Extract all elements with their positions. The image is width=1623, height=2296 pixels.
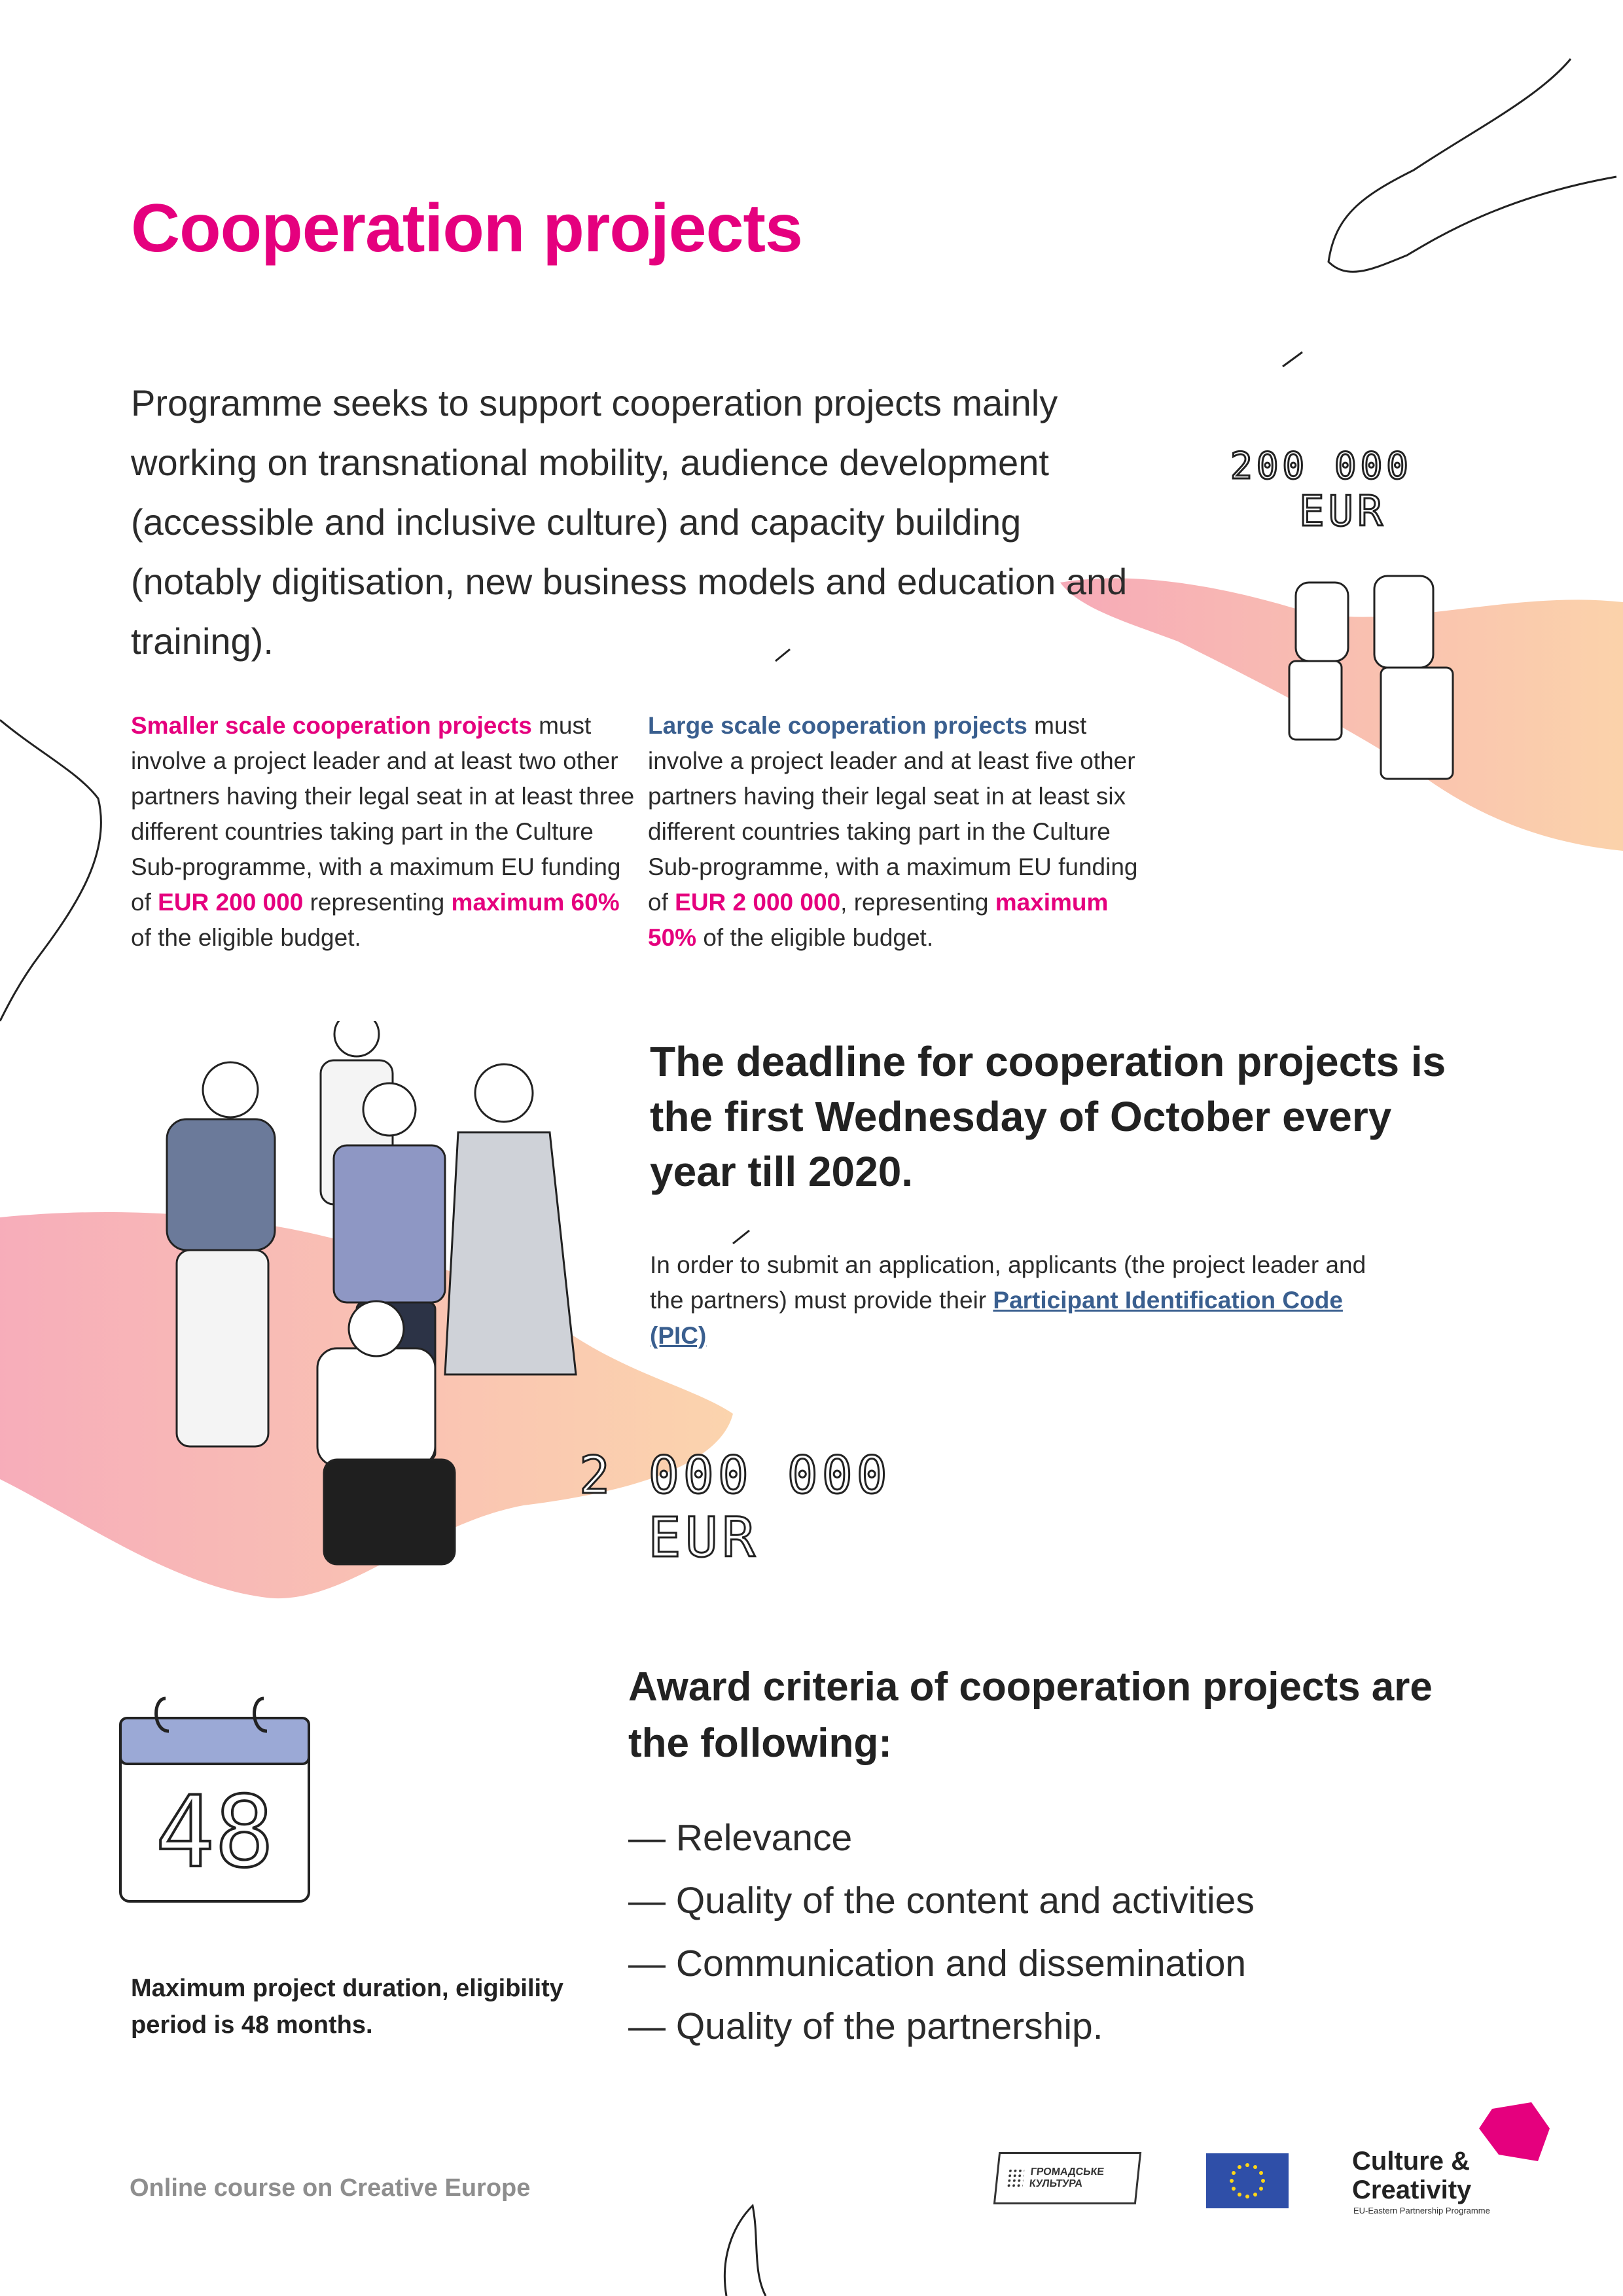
deadline-statement: The deadline for cooperation projects is…	[650, 1038, 1446, 1195]
pic-link[interactable]: Participant Identification Code (PIC)	[650, 1287, 1343, 1349]
criteria-item-relevance: — Relevance	[628, 1817, 853, 1859]
large-scale-text-1: must involve a project leader and at lea…	[648, 712, 1138, 916]
culture-creativity-logo-shape	[1479, 2102, 1550, 2161]
smaller-scale-heading: Smaller scale cooperation projects	[131, 712, 532, 739]
large-scale-heading: Large scale cooperation projects	[648, 712, 1027, 739]
smaller-scale-text-3: of the eligible budget.	[131, 924, 361, 951]
smaller-scale-amount: EUR 200 000	[158, 889, 304, 916]
large-funding-currency: EUR	[647, 1505, 759, 1571]
criteria-item-partnership: — Quality of the partnership.	[628, 2005, 1103, 2047]
hromadske-kultura-logo: ГРОМАДСЬКЕ КУЛЬТУРА	[993, 2152, 1142, 2204]
criteria-item-communication: — Communication and dissemination	[628, 1943, 1247, 1984]
eu-flag-logo	[1206, 2153, 1289, 2208]
large-scale-text-3: of the eligible budget.	[696, 924, 934, 951]
culture-creativity-subtitle: EU-Eastern Partnership Programme	[1353, 2206, 1490, 2215]
smaller-scale-description: Smaller scale cooperation projects must …	[131, 708, 641, 956]
smaller-scale-text-1: must involve a project leader and at lea…	[131, 712, 635, 916]
intro-paragraph: Programme seeks to support cooperation p…	[131, 382, 1128, 662]
calendar-number: 48	[154, 1776, 276, 1890]
pic-text: In order to submit an application, appli…	[650, 1251, 1366, 1314]
small-funding-currency: EUR	[1298, 487, 1387, 537]
pic-paragraph: In order to submit an application, appli…	[650, 1247, 1370, 1354]
calendar-icon: 48	[116, 1685, 313, 1908]
large-scale-amount: EUR 2 000 000	[675, 889, 841, 916]
award-criteria-title: Award criteria of cooperation projects a…	[628, 1664, 1433, 1766]
hand-illustration-small	[1060, 575, 1623, 851]
large-scale-share: maximum 50%	[648, 889, 1109, 951]
small-funding-label: 200 000	[1229, 444, 1413, 489]
page-title: Cooperation projects	[131, 190, 803, 266]
culture-creativity-logo: Culture & Creativity	[1352, 2147, 1472, 2204]
footer-course-label: Online course on Creative Europe	[130, 2174, 531, 2202]
smaller-scale-share: maximum 60%	[451, 889, 620, 916]
criteria-item-quality-content: — Quality of the content and activities	[628, 1880, 1255, 1922]
award-criteria-list: — Relevance — Quality of the content and…	[628, 1806, 1255, 2058]
hromadske-kultura-logo-text: ГРОМАДСЬКЕ КУЛЬТУРА	[1028, 2166, 1105, 2189]
smaller-scale-text-2: representing	[303, 889, 452, 916]
large-funding-label: 2 000 000	[579, 1446, 891, 1507]
duration-note: Maximum project duration, eligibility pe…	[131, 1975, 563, 2039]
large-scale-text-2: , representing	[840, 889, 995, 916]
hand-illustration-large	[0, 1021, 733, 1599]
hromadske-kultura-logo-icon	[1006, 2168, 1025, 2188]
large-scale-description: Large scale cooperation projects must in…	[648, 708, 1158, 956]
eu-stars-icon	[1230, 2163, 1265, 2198]
